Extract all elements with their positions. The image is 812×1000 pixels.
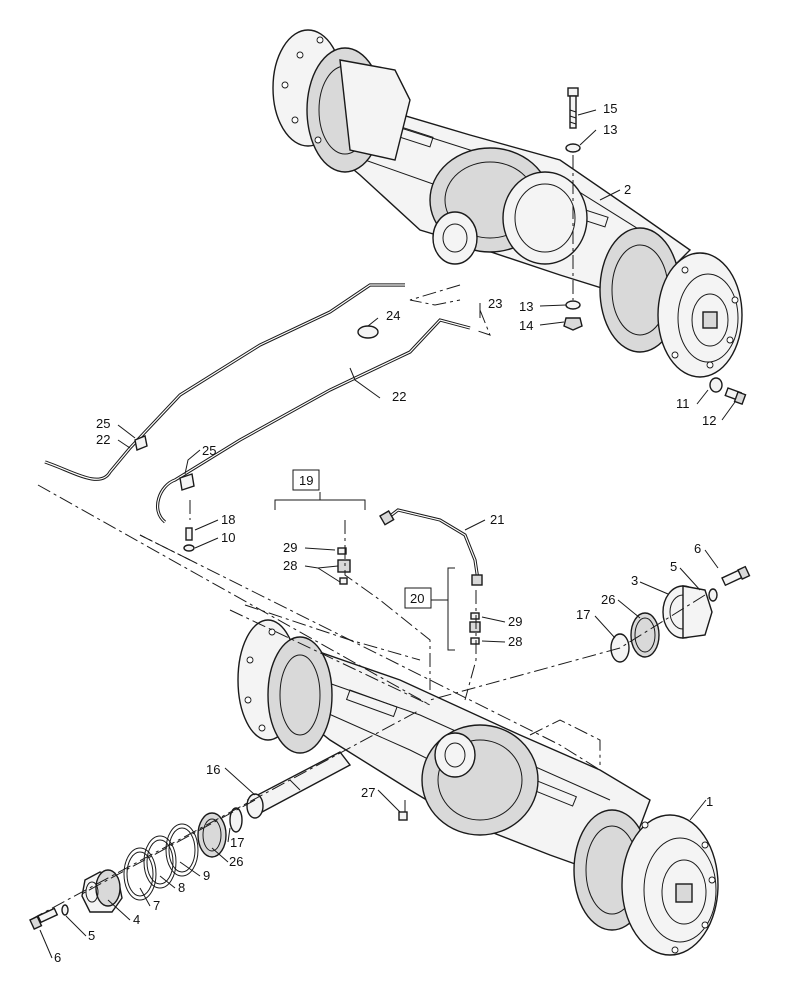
callout-8: 8 bbox=[178, 880, 185, 895]
callout-box-20 bbox=[404, 587, 432, 609]
callout-27: 27 bbox=[361, 785, 375, 800]
callout-14: 14 bbox=[519, 318, 533, 333]
brake-line-22 bbox=[44, 283, 471, 524]
hose-21 bbox=[379, 508, 483, 586]
leader-lines bbox=[39, 109, 736, 959]
callout-12: 12 bbox=[702, 413, 716, 428]
callout-15: 15 bbox=[603, 101, 617, 116]
callout-25-left: 25 bbox=[96, 416, 110, 431]
callout-2: 2 bbox=[624, 182, 631, 197]
callout-16: 16 bbox=[206, 762, 220, 777]
callout-1: 1 bbox=[706, 794, 713, 809]
callout-19: 19 bbox=[299, 473, 313, 488]
callout-25-right: 25 bbox=[202, 443, 216, 458]
callout-24: 24 bbox=[386, 308, 400, 323]
callout-20: 20 bbox=[410, 591, 424, 606]
ring-stack bbox=[123, 807, 243, 901]
screw-18 bbox=[185, 527, 193, 541]
callout-17-lower: 17 bbox=[230, 835, 244, 850]
callout-10: 10 bbox=[221, 530, 235, 545]
callout-13-lower: 13 bbox=[519, 299, 533, 314]
clip-25-a bbox=[134, 435, 148, 451]
bracket-20 bbox=[430, 567, 455, 651]
bolt-12-stack bbox=[709, 377, 747, 406]
callout-22-upper: 22 bbox=[392, 389, 406, 404]
callout-23: 23 bbox=[488, 296, 502, 311]
bracket-19 bbox=[274, 492, 366, 510]
bolt-6-lower bbox=[29, 904, 69, 930]
washer-10 bbox=[183, 544, 195, 552]
callout-29-left: 29 bbox=[283, 540, 297, 555]
plug-27 bbox=[398, 811, 408, 821]
fitting-group-19 bbox=[337, 547, 351, 585]
callout-9: 9 bbox=[203, 868, 210, 883]
callout-22-left: 22 bbox=[96, 432, 110, 447]
callout-11: 11 bbox=[676, 396, 690, 411]
upper-axle-assembly bbox=[272, 29, 743, 378]
callout-5-lower: 5 bbox=[88, 928, 95, 943]
center-lines bbox=[29, 284, 706, 921]
cover-3-stack bbox=[610, 565, 751, 663]
callout-26-lower: 26 bbox=[229, 854, 243, 869]
callout-17-right: 17 bbox=[576, 607, 590, 622]
callout-box-19 bbox=[292, 469, 320, 491]
callout-28-right: 28 bbox=[508, 634, 522, 649]
callout-26-right: 26 bbox=[601, 592, 615, 607]
lower-axle-assembly bbox=[237, 619, 719, 956]
bolt-15-stack bbox=[563, 87, 583, 331]
cover-4 bbox=[81, 869, 123, 913]
clip-25-b bbox=[179, 473, 195, 491]
callout-29-right: 29 bbox=[508, 614, 522, 629]
callout-4: 4 bbox=[133, 912, 140, 927]
callout-5-right: 5 bbox=[670, 559, 677, 574]
callout-6-right: 6 bbox=[694, 541, 701, 556]
clip-24 bbox=[357, 325, 379, 339]
callout-18: 18 bbox=[221, 512, 235, 527]
callout-3: 3 bbox=[631, 573, 638, 588]
fitting-group-20 bbox=[469, 612, 481, 645]
callout-28-left: 28 bbox=[283, 558, 297, 573]
shaft-16 bbox=[246, 751, 352, 819]
callout-7: 7 bbox=[153, 898, 160, 913]
callout-13-upper: 13 bbox=[603, 122, 617, 137]
callout-6-lower: 6 bbox=[54, 950, 61, 965]
callout-21: 21 bbox=[490, 512, 504, 527]
